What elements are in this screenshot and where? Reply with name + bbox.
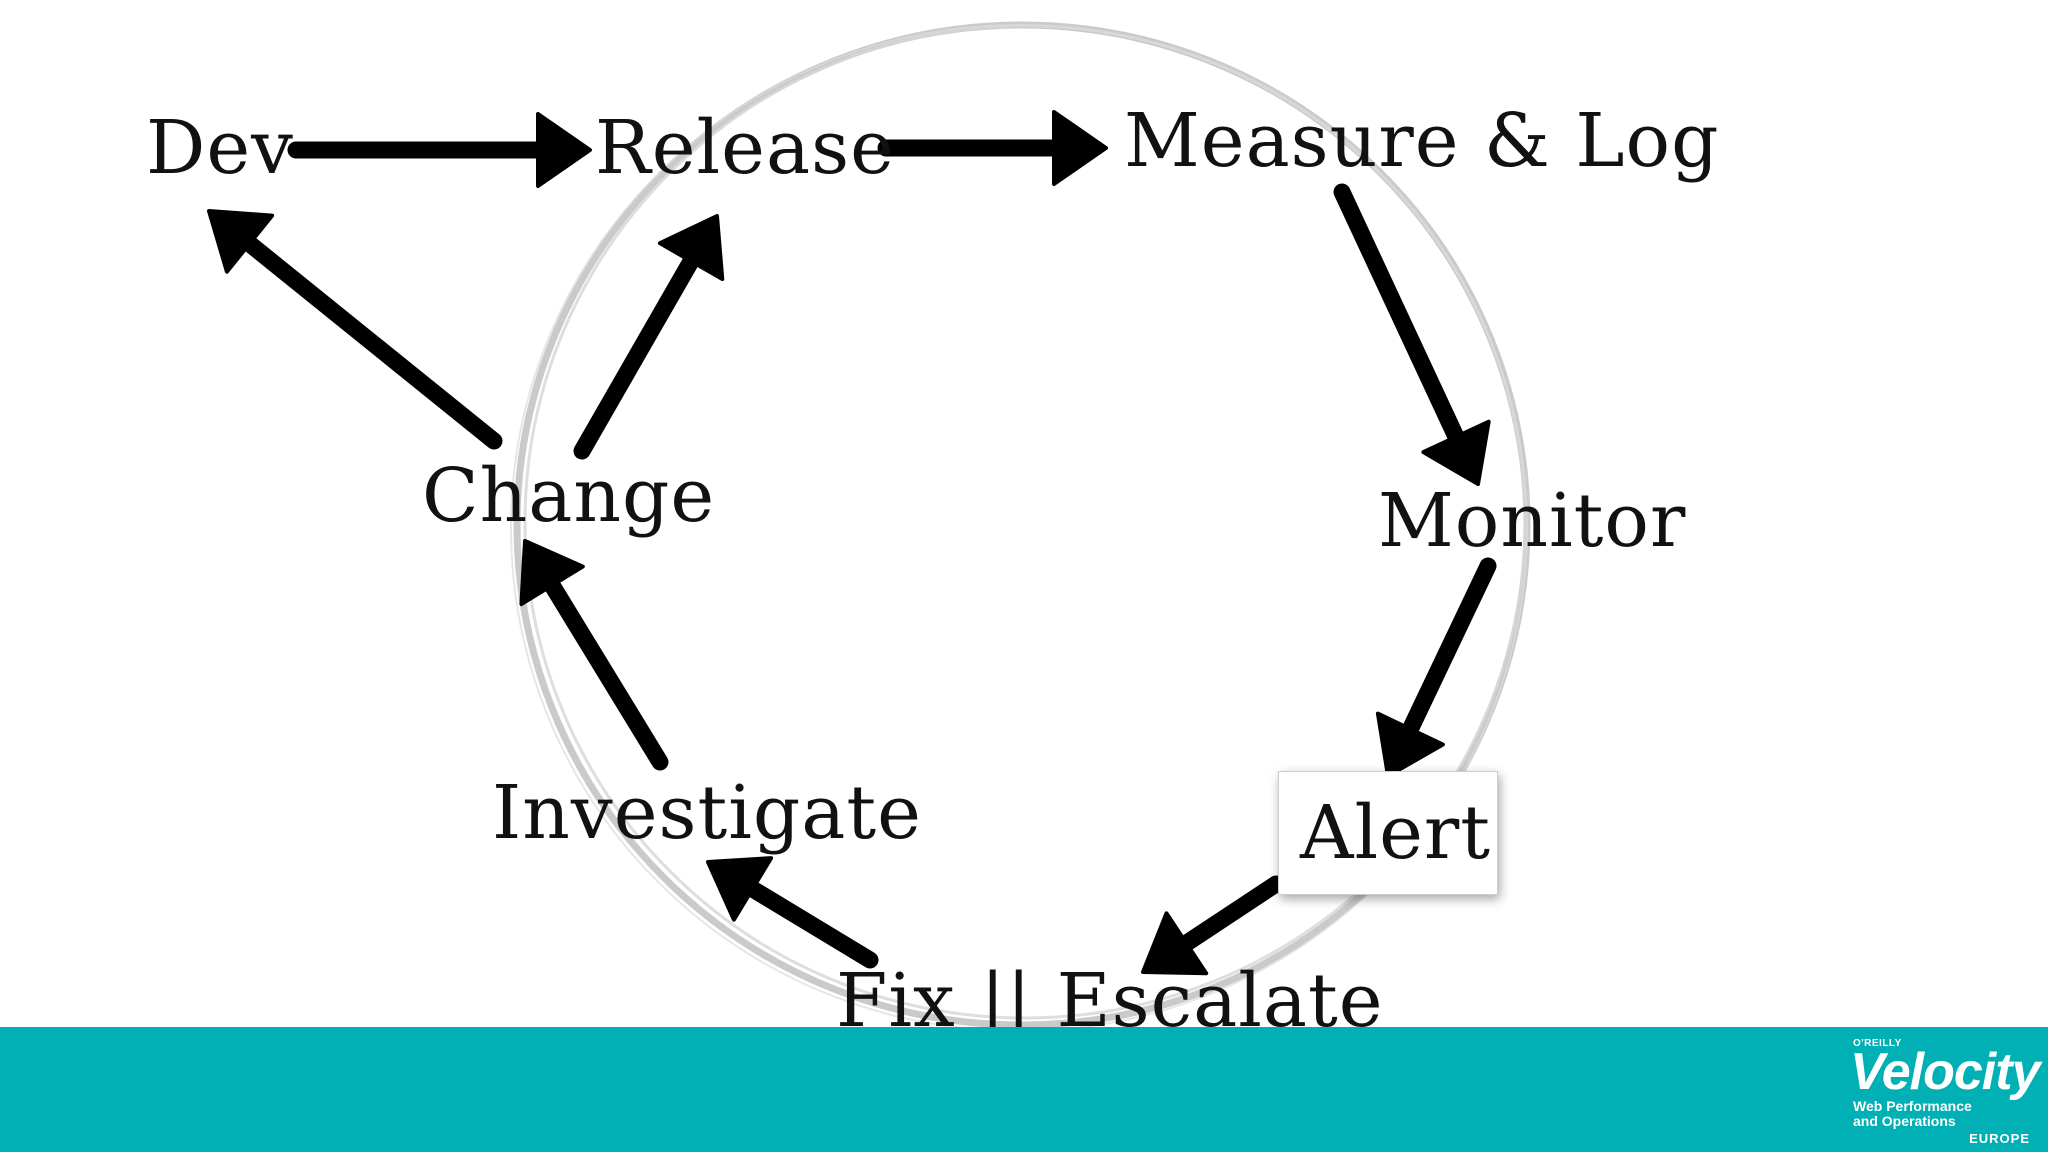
arrow-measure-log-to-monitor (1333, 183, 1491, 486)
logo-publisher: O'REILLY (1853, 1038, 1902, 1049)
arrow-investigate-to-change (519, 539, 669, 771)
footer-band (0, 1027, 2048, 1152)
logo-region: EUROPE (1969, 1131, 2030, 1146)
node-change: Change (422, 453, 716, 539)
arrow-dev-to-release (287, 112, 592, 188)
node-fix-escalate: Fix || Escalate (836, 958, 1384, 1044)
alert-highlight-box (1278, 771, 1498, 895)
node-release: Release (595, 105, 895, 191)
logo-brand: Velocity (1850, 1043, 2040, 1101)
logo-tagline-2: and Operations (1853, 1113, 1956, 1129)
node-measure-log: Measure & Log (1124, 98, 1720, 184)
node-dev: Dev (146, 105, 294, 191)
arrow-release-to-measure-log (877, 110, 1108, 186)
logo-tagline-1: Web Performance (1853, 1098, 1972, 1114)
node-monitor: Monitor (1378, 478, 1687, 564)
arrow-change-to-release (573, 214, 725, 460)
node-investigate: Investigate (492, 770, 922, 856)
arrow-fix-escalate-to-investigate (706, 856, 879, 969)
velocity-logo: O'REILLY Velocity Web Performance and Op… (1850, 1038, 2040, 1146)
arrow-change-to-dev (207, 209, 503, 450)
arrow-monitor-to-alert (1375, 557, 1497, 778)
arrow-alert-to-fix-escalate (1141, 875, 1285, 976)
node-alert: Alert (1300, 790, 1492, 876)
